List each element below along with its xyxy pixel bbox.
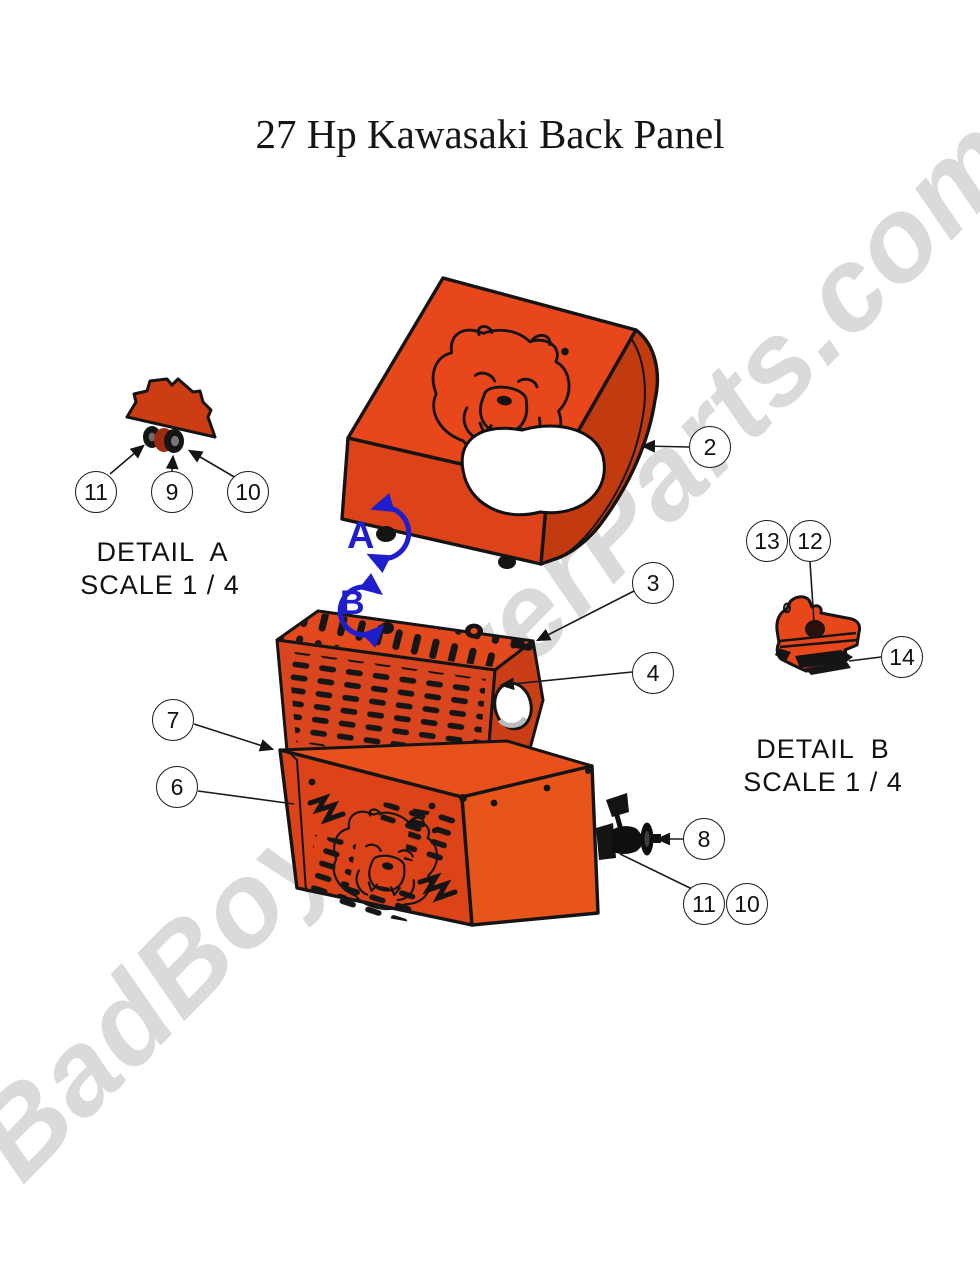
detail-a-scale: SCALE 1 / 4 <box>80 570 240 600</box>
callout-7[interactable]: 7 <box>152 699 194 741</box>
callout-8[interactable]: 8 <box>683 818 725 860</box>
callout-10-detail-a[interactable]: 10 <box>227 471 269 513</box>
cover-grommet-left <box>376 526 396 542</box>
top-cover-part <box>340 276 660 569</box>
detail-a-bushing <box>143 426 184 453</box>
cover-grommet-right <box>498 555 516 569</box>
callout-9[interactable]: 9 <box>151 471 193 513</box>
callout-2[interactable]: 2 <box>689 426 731 468</box>
callout-11-valve[interactable]: 11 <box>683 883 725 925</box>
callout-13[interactable]: 13 <box>746 520 788 562</box>
detail-b-part <box>775 595 862 675</box>
vent-panel-grommet <box>465 623 483 639</box>
view-marker-a-label: A <box>347 515 374 557</box>
bm-logo-scribble-top <box>307 793 346 825</box>
leader-lines <box>109 439 882 890</box>
page-title: 27 Hp Kawasaki Back Panel <box>255 111 725 157</box>
callout-3[interactable]: 3 <box>632 562 674 604</box>
callout-12[interactable]: 12 <box>789 520 831 562</box>
detail-b-title: DETAIL B <box>756 734 890 764</box>
back-panel-part <box>278 739 600 927</box>
detail-b-hole <box>805 620 825 638</box>
view-marker-b: B <box>337 573 385 648</box>
callout-11-detail-a[interactable]: 11 <box>75 471 117 513</box>
detail-a-part <box>125 377 217 453</box>
drain-valve-part <box>596 793 661 860</box>
detail-a-title: DETAIL A <box>96 537 229 567</box>
vent-panel-bolt-right <box>513 639 533 651</box>
callout-6[interactable]: 6 <box>156 766 198 808</box>
callout-4[interactable]: 4 <box>632 652 674 694</box>
detail-a-bracket <box>125 377 217 439</box>
cover-opening-hole <box>460 424 606 517</box>
callout-10-valve[interactable]: 10 <box>726 883 768 925</box>
callout-14[interactable]: 14 <box>881 636 923 678</box>
view-marker-a: A <box>347 493 412 574</box>
bm-logo-scribble-bottom <box>417 872 458 903</box>
vent-panel-bolt-left <box>380 622 394 634</box>
detail-b-scale: SCALE 1 / 4 <box>743 767 903 797</box>
